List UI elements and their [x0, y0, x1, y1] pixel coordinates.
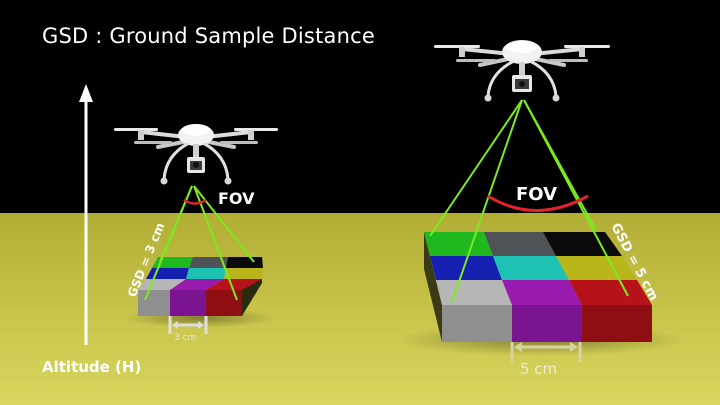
left-measure	[168, 316, 208, 334]
left-fov-label: FOV	[218, 189, 255, 208]
right-fov-arc	[487, 194, 589, 212]
right-fov-lines	[429, 99, 629, 303]
right-fov-label: FOV	[516, 184, 557, 205]
altitude-label: Altitude (H)	[42, 358, 141, 376]
left-fov-arc	[183, 198, 207, 205]
right-measure	[510, 342, 582, 362]
sky	[0, 0, 720, 215]
left-fov-lines	[144, 185, 255, 301]
altitude-arrow-head	[79, 84, 93, 102]
left-measure-label: 3 cm	[174, 333, 196, 343]
right-ground-block	[395, 232, 685, 356]
right-measure-label: 5 cm	[520, 360, 557, 378]
right-drone	[434, 40, 610, 102]
page-title: GSD : Ground Sample Distance	[42, 24, 375, 48]
left-drone	[114, 124, 278, 185]
